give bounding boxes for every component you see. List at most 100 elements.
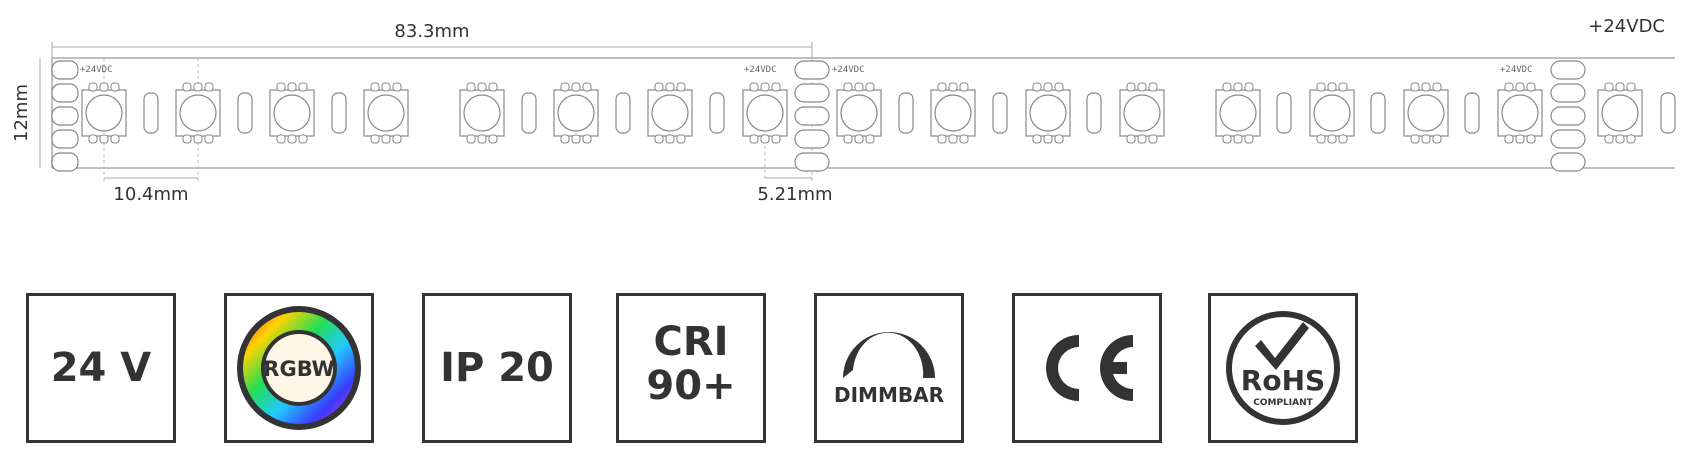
solder-pad <box>1550 60 1586 80</box>
voltage-badge-text: 24 V <box>50 345 152 391</box>
led-pin <box>1410 134 1420 144</box>
led-lens <box>1029 94 1067 132</box>
led-pin <box>665 82 675 92</box>
led-pin <box>287 134 297 144</box>
led-pin <box>1032 134 1042 144</box>
led-pin <box>1615 82 1625 92</box>
led-pin <box>276 82 286 92</box>
led-pin <box>582 82 592 92</box>
led-pin <box>1615 134 1625 144</box>
ip-rating-text: IP 20 <box>440 345 554 391</box>
led-pin <box>193 134 203 144</box>
led-pin <box>1126 82 1136 92</box>
resistor <box>237 92 253 134</box>
led-pin <box>298 134 308 144</box>
voltage-label: +24VDC <box>1588 16 1665 37</box>
led-lens <box>934 94 972 132</box>
led-pin <box>1316 134 1326 144</box>
led-pin <box>110 134 120 144</box>
led-pin <box>1626 82 1636 92</box>
led-pin <box>381 82 391 92</box>
cri-line2: 90+ <box>646 363 736 409</box>
pad-voltage-label: +24VDC <box>1500 65 1533 75</box>
resistor <box>1276 92 1292 134</box>
cri-line1: CRI <box>653 319 729 365</box>
ce-mark-icon <box>1046 335 1133 401</box>
led-pin <box>760 82 770 92</box>
led-pin <box>676 134 686 144</box>
led-lens <box>1313 94 1351 132</box>
led-strip-drawing: 83.3mm 12mm 10.4mm 5.21mm +24VDC +24VDC … <box>11 16 1676 205</box>
led-pin <box>749 82 759 92</box>
led-pin <box>370 134 380 144</box>
led-pin <box>1054 134 1064 144</box>
solder-pad <box>1550 129 1586 149</box>
width-dim-label: 12mm <box>11 84 32 142</box>
resistor <box>1370 92 1386 134</box>
pitch-dim-label: 10.4mm <box>113 184 188 205</box>
led-pin <box>665 134 675 144</box>
led-pin <box>1244 134 1254 144</box>
led-pin <box>1526 82 1536 92</box>
led-pin <box>1244 82 1254 92</box>
led-pin <box>1137 82 1147 92</box>
resistor <box>143 92 159 134</box>
led-lens <box>1601 94 1639 132</box>
led-pin <box>1148 82 1158 92</box>
led-pin <box>1043 82 1053 92</box>
led-pin <box>466 82 476 92</box>
led-pin <box>99 134 109 144</box>
led-pin <box>760 134 770 144</box>
led-pin <box>1338 82 1348 92</box>
led-pin <box>1233 82 1243 92</box>
resistor <box>615 92 631 134</box>
solder-pad <box>51 129 79 149</box>
pad-voltage-label: +24VDC <box>832 65 865 75</box>
led-pin <box>1148 134 1158 144</box>
led-pin <box>1327 134 1337 144</box>
led-pin <box>1604 82 1614 92</box>
led-lens <box>367 94 405 132</box>
resistor <box>331 92 347 134</box>
solder-pad <box>51 152 79 172</box>
solder-pad <box>794 106 830 126</box>
led-pin <box>488 82 498 92</box>
led-pin <box>1327 82 1337 92</box>
led-pin <box>937 82 947 92</box>
cut-dim-label: 5.21mm <box>757 184 832 205</box>
solder-pad <box>794 60 830 80</box>
led-lens <box>85 94 123 132</box>
led-pin <box>749 134 759 144</box>
led-pin <box>1515 134 1525 144</box>
led-lens <box>1501 94 1539 132</box>
solder-pad <box>794 152 830 172</box>
led-lens <box>651 94 689 132</box>
cri-text: CRI 90+ <box>646 320 735 408</box>
led-lens <box>1123 94 1161 132</box>
led-pin <box>392 82 402 92</box>
led-pin <box>948 134 958 144</box>
rgbw-label: RGBW <box>263 357 334 381</box>
led-pin <box>676 82 686 92</box>
dimmable-badge: DIMMBAR <box>814 293 964 443</box>
led-lens <box>463 94 501 132</box>
solder-pad <box>51 60 79 80</box>
solder-pad <box>1550 152 1586 172</box>
led-pin <box>287 82 297 92</box>
led-pin <box>182 82 192 92</box>
led-pin <box>88 82 98 92</box>
resistor <box>898 92 914 134</box>
solder-pad <box>1550 106 1586 126</box>
led-pin <box>182 134 192 144</box>
led-pin <box>959 82 969 92</box>
strip-components <box>51 60 1676 172</box>
led-lens <box>746 94 784 132</box>
led-pin <box>88 134 98 144</box>
rohs-icon: RoHS COMPLIANT <box>1226 311 1340 425</box>
rohs-subtext: COMPLIANT <box>1253 398 1313 408</box>
led-pin <box>1504 134 1514 144</box>
led-pin <box>1526 134 1536 144</box>
led-pin <box>571 82 581 92</box>
led-pin <box>1432 134 1442 144</box>
led-pin <box>771 134 781 144</box>
